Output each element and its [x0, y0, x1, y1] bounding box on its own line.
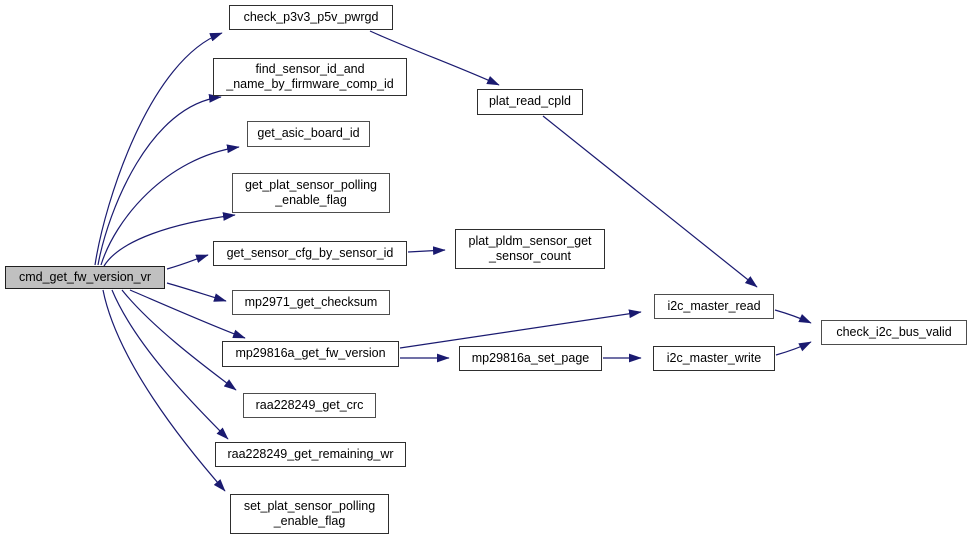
edge-plat-read-cpld-to-i2c-read — [542, 115, 758, 288]
edge-cmd-to-find-sensor-id — [97, 93, 222, 266]
edge-cmd-to-raa-get-crc — [121, 289, 237, 391]
node-set-plat-sensor-polling-enable-flag[interactable]: set_plat_sensor_polling _enable_flag — [230, 494, 389, 534]
edge-i2c-write-to-check-valid — [775, 341, 812, 356]
node-label: check_i2c_bus_valid — [836, 324, 952, 339]
edge-cmd-to-get-sensor-cfg — [166, 254, 209, 270]
edge-cmd-to-get-asic — [100, 144, 240, 266]
node-label: i2c_master_write — [666, 350, 762, 365]
edge-mp29816a-get-fw-to-i2c-read — [399, 309, 642, 349]
edge-cmd-to-raa-remaining — [111, 289, 229, 440]
node-label: check_p3v3_p5v_pwrgd — [243, 9, 379, 24]
node-label: mp29816a_set_page — [471, 350, 590, 365]
node-i2c-master-read[interactable]: i2c_master_read — [654, 294, 774, 319]
node-label: plat_pldm_sensor_get — [468, 233, 592, 248]
node-mp29816a-set-page[interactable]: mp29816a_set_page — [459, 346, 602, 371]
edge-cmd-to-mp29816a-get-fw — [129, 289, 246, 339]
node-label: mp29816a_get_fw_version — [235, 346, 386, 361]
node-label: get_plat_sensor_polling — [244, 177, 378, 192]
node-get-plat-sensor-polling-enable-flag[interactable]: get_plat_sensor_polling _enable_flag — [232, 173, 390, 213]
edge-cmd-to-mp2971 — [166, 282, 227, 302]
edge-get-sensor-cfg-to-plat-pldm — [407, 246, 446, 256]
node-plat-pldm-sensor-get-sensor-count[interactable]: plat_pldm_sensor_get _sensor_count — [455, 229, 605, 269]
node-label: plat_read_cpld — [488, 94, 571, 109]
node-label: find_sensor_id_and — [255, 61, 365, 76]
node-label: _sensor_count — [488, 249, 571, 263]
node-get-sensor-cfg-by-sensor-id[interactable]: get_sensor_cfg_by_sensor_id — [213, 241, 407, 266]
node-label: mp2971_get_checksum — [244, 294, 378, 309]
node-label: raa228249_get_remaining_wr — [227, 446, 394, 461]
node-label: _enable_flag — [275, 193, 347, 207]
node-plat-read-cpld[interactable]: plat_read_cpld — [477, 89, 583, 115]
node-cmd-get-fw-version-vr: cmd_get_fw_version_vr — [5, 266, 165, 289]
node-i2c-master-write[interactable]: i2c_master_write — [653, 346, 775, 371]
node-find-sensor-id-and-name-by-firmware-comp-id[interactable]: find_sensor_id_and _name_by_firmware_com… — [213, 58, 407, 96]
node-label: set_plat_sensor_polling — [243, 498, 376, 513]
node-raa228249-get-crc[interactable]: raa228249_get_crc — [243, 393, 376, 418]
edge-check-pwrgd-to-plat-read-cpld — [369, 30, 500, 86]
node-check-i2c-bus-valid[interactable]: check_i2c_bus_valid — [821, 320, 967, 345]
node-check-p3v3-p5v-pwrgd[interactable]: check_p3v3_p5v_pwrgd — [229, 5, 393, 30]
node-mp2971-get-checksum[interactable]: mp2971_get_checksum — [232, 290, 390, 315]
node-get-asic-board-id[interactable]: get_asic_board_id — [247, 121, 370, 147]
node-label: i2c_master_read — [667, 298, 761, 313]
edge-cmd-to-get-plat-polling — [103, 212, 236, 267]
node-label: cmd_get_fw_version_vr — [18, 269, 151, 284]
node-raa228249-get-remaining-wr[interactable]: raa228249_get_remaining_wr — [215, 442, 406, 467]
edge-i2c-read-to-check-valid — [774, 309, 812, 324]
node-label: get_sensor_cfg_by_sensor_id — [226, 245, 394, 260]
node-label: _name_by_firmware_comp_id — [226, 77, 394, 91]
edge-cmd-to-check-pwrgd — [94, 32, 223, 266]
node-label: _enable_flag — [273, 514, 346, 528]
edge-cmd-to-set-plat-polling — [102, 289, 226, 492]
node-label: raa228249_get_crc — [255, 397, 364, 412]
node-mp29816a-get-fw-version[interactable]: mp29816a_get_fw_version — [222, 341, 399, 367]
node-label: get_asic_board_id — [257, 126, 360, 141]
